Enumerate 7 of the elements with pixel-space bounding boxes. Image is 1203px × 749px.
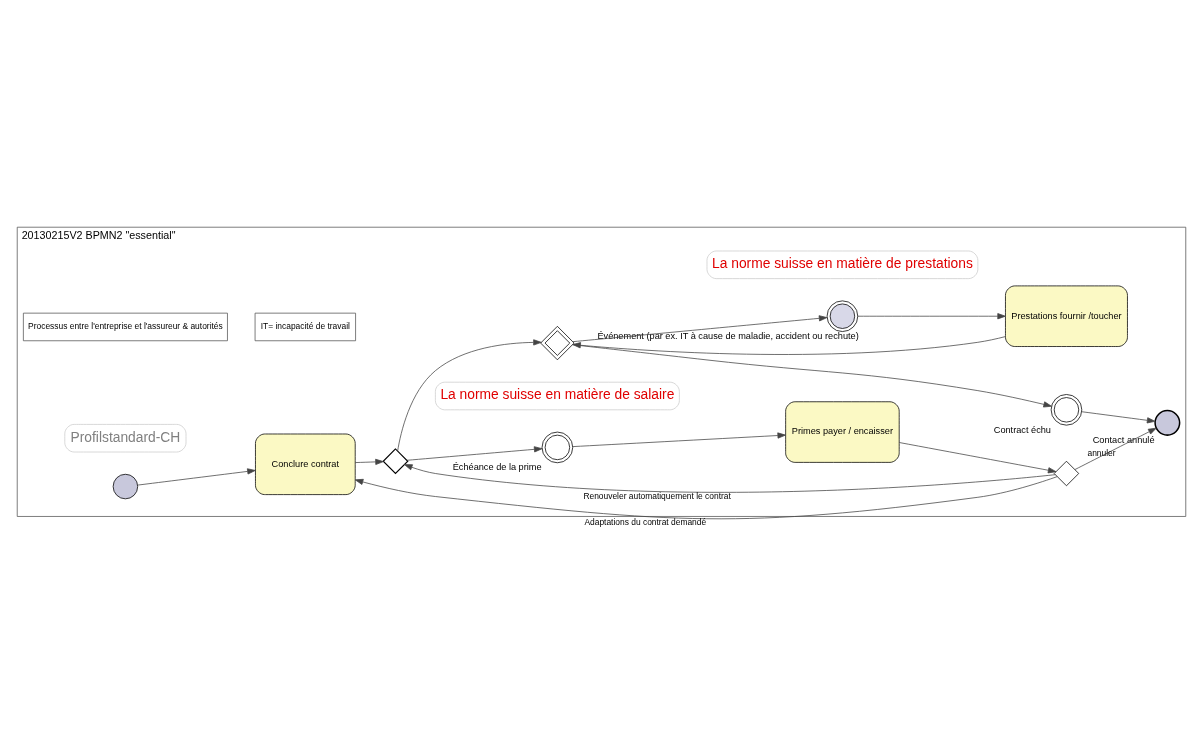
node-label: Contact annulé bbox=[1092, 434, 1155, 445]
node-label: Événement (par ex. IT à cause de maladie, accident ou rechute) bbox=[597, 330, 859, 341]
edge-label: Adaptations du contrat demandé bbox=[584, 517, 707, 528]
edge-label: annuler bbox=[1087, 447, 1116, 458]
node-label: Échéance de la prime bbox=[452, 462, 542, 473]
edge-label: Renouveler automatiquement le contrat bbox=[583, 491, 731, 502]
node-label: Contract échu bbox=[993, 424, 1051, 435]
